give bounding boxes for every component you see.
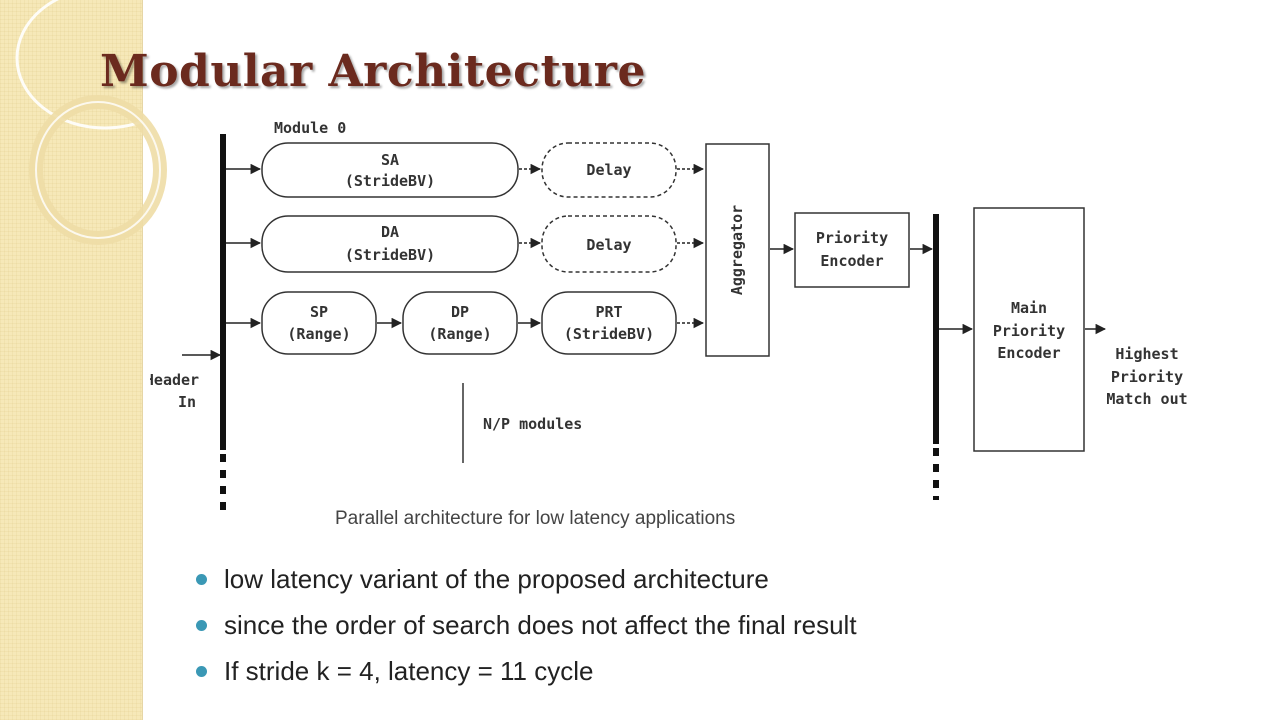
da-sublabel: (StrideBV) (345, 246, 435, 264)
sa-block (261, 142, 519, 198)
module-label: Module 0 (274, 119, 346, 137)
np-modules-label: N/P modules (483, 415, 582, 433)
priority-encoder-block (794, 212, 910, 288)
delay-block-1 (541, 142, 677, 198)
bullet-dot-icon (196, 574, 207, 585)
main-encoder-label-2: Priority (993, 322, 1065, 340)
output-label-3: Match out (1106, 390, 1187, 408)
side-strip (0, 0, 143, 720)
sa-sublabel: (StrideBV) (345, 172, 435, 190)
bullet-text: since the order of search does not affec… (224, 610, 857, 640)
aggregator-label: Aggregator (728, 205, 746, 295)
header-in-label: Header (150, 371, 199, 389)
prt-block (541, 291, 677, 355)
output-label-2: Priority (1111, 368, 1183, 386)
output-label: Highest (1115, 345, 1178, 363)
aggregator-block (705, 143, 770, 357)
sp-sublabel: (Range) (287, 325, 350, 343)
sa-label: SA (381, 151, 399, 169)
sp-label: SP (310, 303, 328, 321)
priority-encoder-sublabel: Encoder (820, 252, 883, 270)
delay-label-2: Delay (586, 236, 631, 254)
prt-label: PRT (595, 303, 622, 321)
bullet-dot-icon (196, 620, 207, 631)
bullet-list: low latency variant of the proposed arch… (196, 556, 857, 694)
main-encoder-label: Main (1011, 299, 1047, 317)
prt-sublabel: (StrideBV) (564, 325, 654, 343)
sp-block (261, 291, 377, 355)
header-in-label-2: In (178, 393, 196, 411)
da-block (261, 215, 519, 273)
bullet-text: If stride k = 4, latency = 11 cycle (224, 656, 594, 686)
main-encoder-label-3: Encoder (997, 344, 1060, 362)
slide-title: Modular Architecture (100, 46, 646, 97)
bullet-item: low latency variant of the proposed arch… (196, 556, 857, 602)
da-label: DA (381, 223, 399, 241)
bullet-dot-icon (196, 666, 207, 677)
bullet-text: low latency variant of the proposed arch… (224, 564, 769, 594)
bullet-item: If stride k = 4, latency = 11 cycle (196, 648, 857, 694)
architecture-diagram: Header In Module 0 SA (StrideBV) Delay D… (150, 119, 1188, 514)
main-encoder-block (973, 207, 1085, 452)
dp-label: DP (451, 303, 469, 321)
bullet-item: since the order of search does not affec… (196, 602, 857, 648)
decorative-rings (15, 0, 195, 245)
dp-sublabel: (Range) (428, 325, 491, 343)
figure-caption: Parallel architecture for low latency ap… (335, 508, 736, 529)
priority-encoder-label: Priority (816, 229, 888, 247)
dp-block (402, 291, 518, 355)
delay-label-1: Delay (586, 161, 631, 179)
delay-block-2 (541, 215, 677, 273)
